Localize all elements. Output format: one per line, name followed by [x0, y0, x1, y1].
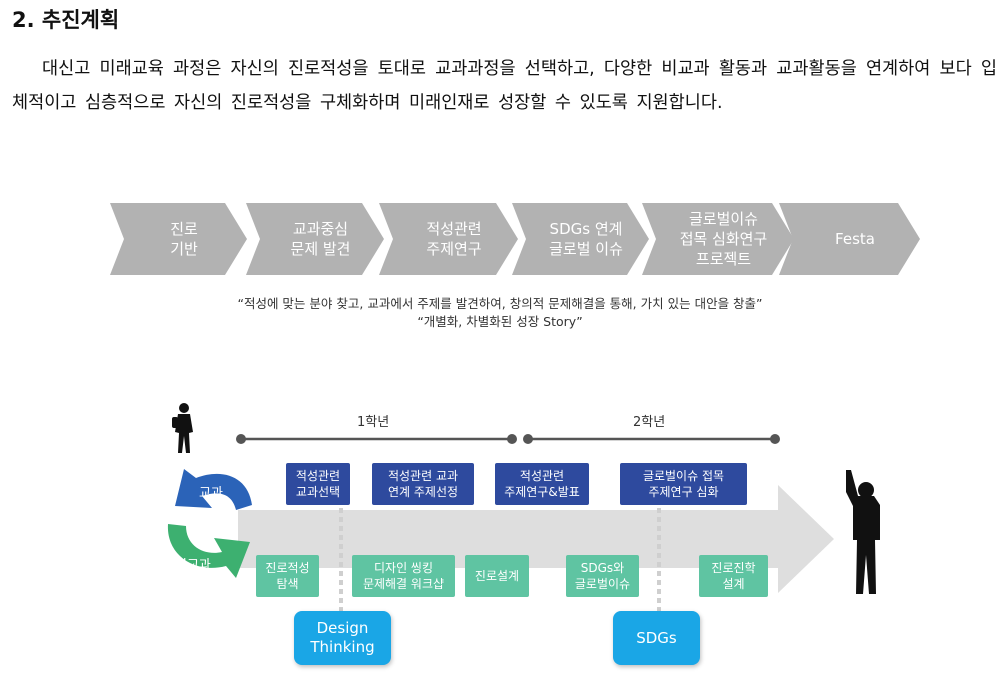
chevron-step-6 — [779, 203, 920, 275]
bottom-box-4: SDGs와 글로벌이슈 — [566, 555, 639, 597]
cycle-label-extracurricular: 비교과 — [175, 558, 211, 573]
top-box-2: 적성관련 교과 연계 주제선정 — [372, 463, 474, 505]
top-box-3: 적성관련 주제연구&발표 — [495, 463, 589, 505]
grade1-label: 1학년 — [357, 415, 390, 430]
intro-paragraph: 대신고 미래교육 과정은 자신의 진로적성을 토대로 교과과정을 선택하고, 다… — [12, 59, 997, 113]
chevron-step-5 — [642, 203, 794, 275]
cycle-arrows-icon — [167, 469, 252, 578]
grade2-dot-start — [523, 434, 533, 444]
quote-line-1: “적성에 맞는 분야 찾고, 교과에서 주제를 발견하여, 창의적 문제해결을 … — [237, 296, 763, 311]
grade1-dot-start — [236, 434, 246, 444]
person-success-icon — [846, 470, 880, 594]
chevron-step-3 — [379, 203, 518, 275]
bottom-box-3: 진로설계 — [465, 555, 529, 597]
top-box-1: 적성관련 교과선택 — [286, 463, 350, 505]
chevron-step-1 — [110, 203, 247, 275]
bottom-box-1: 진로적성 탐색 — [256, 555, 319, 597]
bottom-box-2: 디자인 씽킹 문제해결 워크샵 — [352, 555, 455, 597]
grade2-label: 2학년 — [633, 415, 666, 430]
design-thinking-callout: Design Thinking — [294, 611, 391, 665]
student-walking-icon — [172, 403, 193, 453]
section-title: 2. 추진계획 — [12, 8, 120, 32]
chevron-step-4 — [512, 203, 649, 275]
grade1-dot-end — [507, 434, 517, 444]
top-box-4: 글로벌이슈 접목 주제연구 심화 — [620, 463, 747, 505]
chevron-step-2 — [246, 203, 384, 275]
grade2-dot-end — [770, 434, 780, 444]
bottom-box-5: 진로진학 설계 — [699, 555, 768, 597]
quote-line-2: “개별화, 차별화된 성장 Story” — [417, 314, 583, 329]
sdgs-callout: SDGs — [613, 611, 700, 665]
cycle-label-curricular: 교과 — [199, 486, 223, 501]
